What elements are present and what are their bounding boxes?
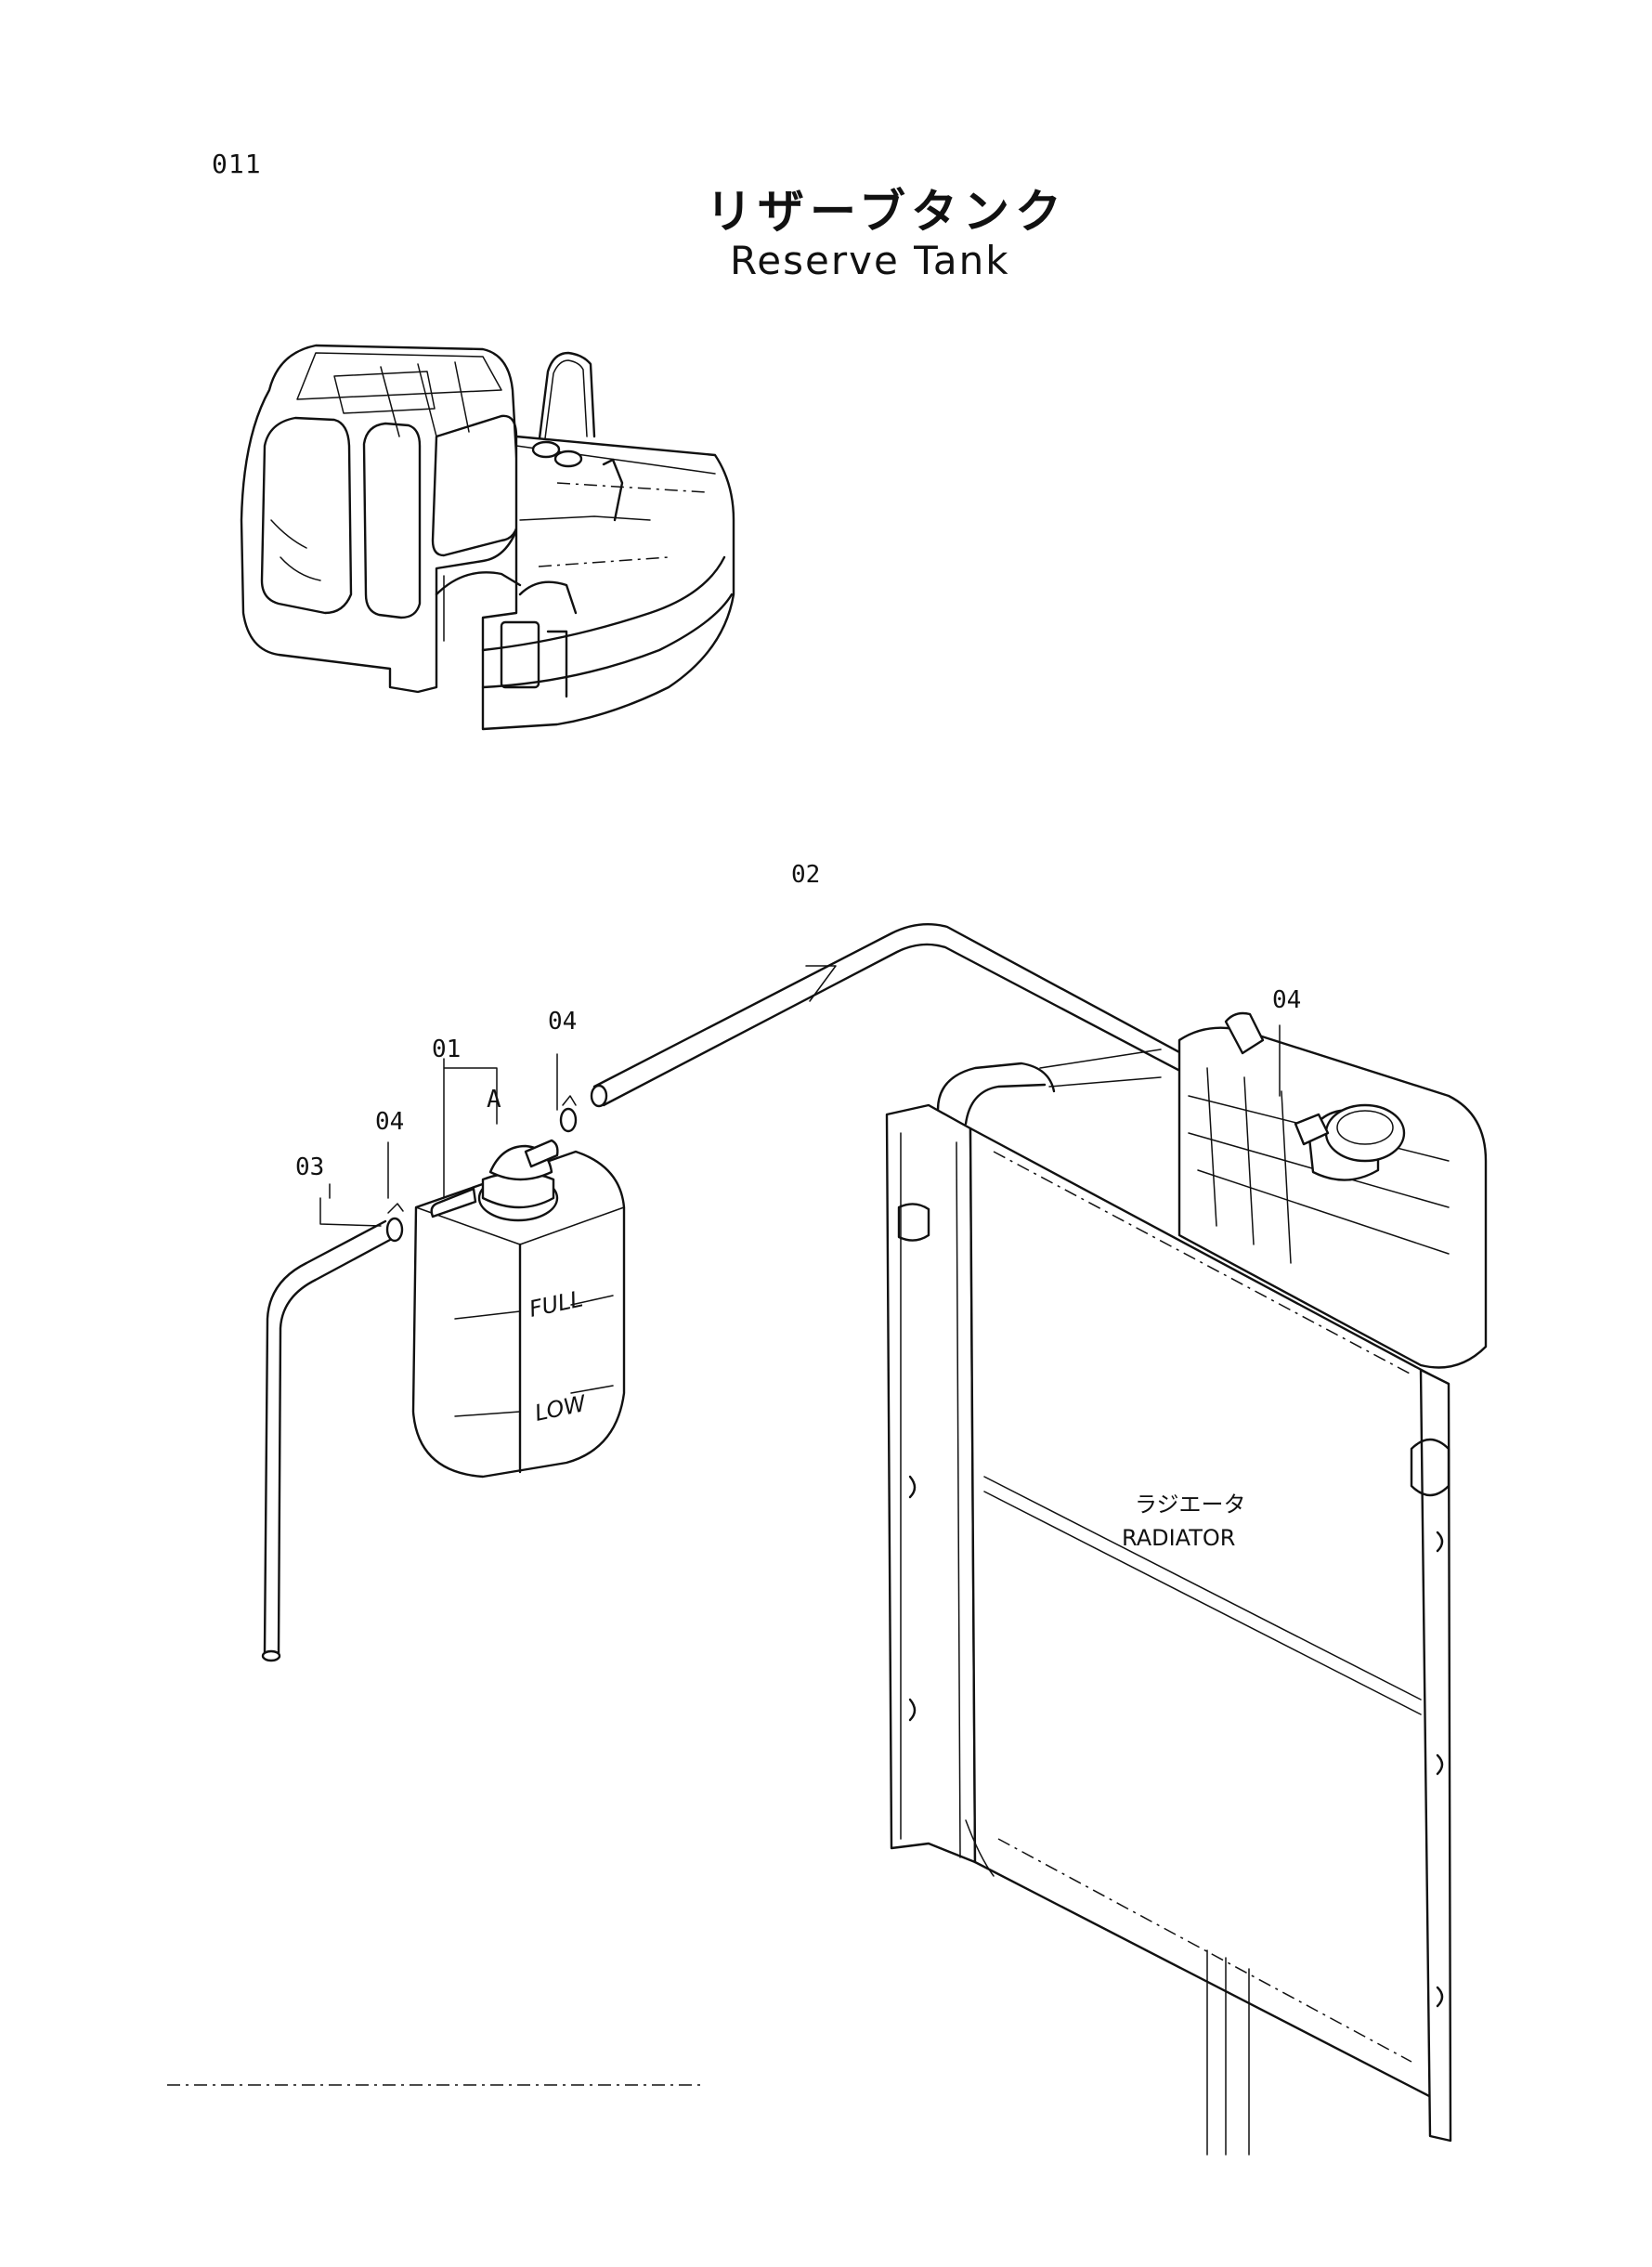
excavator-overview-illustration [240,344,735,731]
page-number: 011 [212,149,262,179]
clamp-04-middle [559,1095,578,1133]
radiator-label-jp: ラジエータ [1135,1492,1246,1518]
callout-03: 03 [295,1153,324,1181]
reserve-tank-01: FULL LOW [411,1139,626,1479]
hose-02 [590,923,1245,1108]
clamp-04-left [385,1203,404,1243]
page-title-en: Reserve Tank [730,238,1010,283]
callout-A: A [487,1086,501,1114]
radiator-assembly [885,1011,1488,2156]
callout-04-right: 04 [1272,986,1301,1014]
callout-04-middle: 04 [548,1008,577,1036]
radiator-label-en: RADIATOR [1122,1525,1235,1551]
page-title-jp: リザーブタンク [706,185,1067,239]
hose-03 [261,1219,392,1662]
callout-01: 01 [432,1036,461,1063]
callout-02: 02 [791,861,820,889]
callout-04-left: 04 [375,1108,404,1136]
leader-lines [319,965,1281,1227]
